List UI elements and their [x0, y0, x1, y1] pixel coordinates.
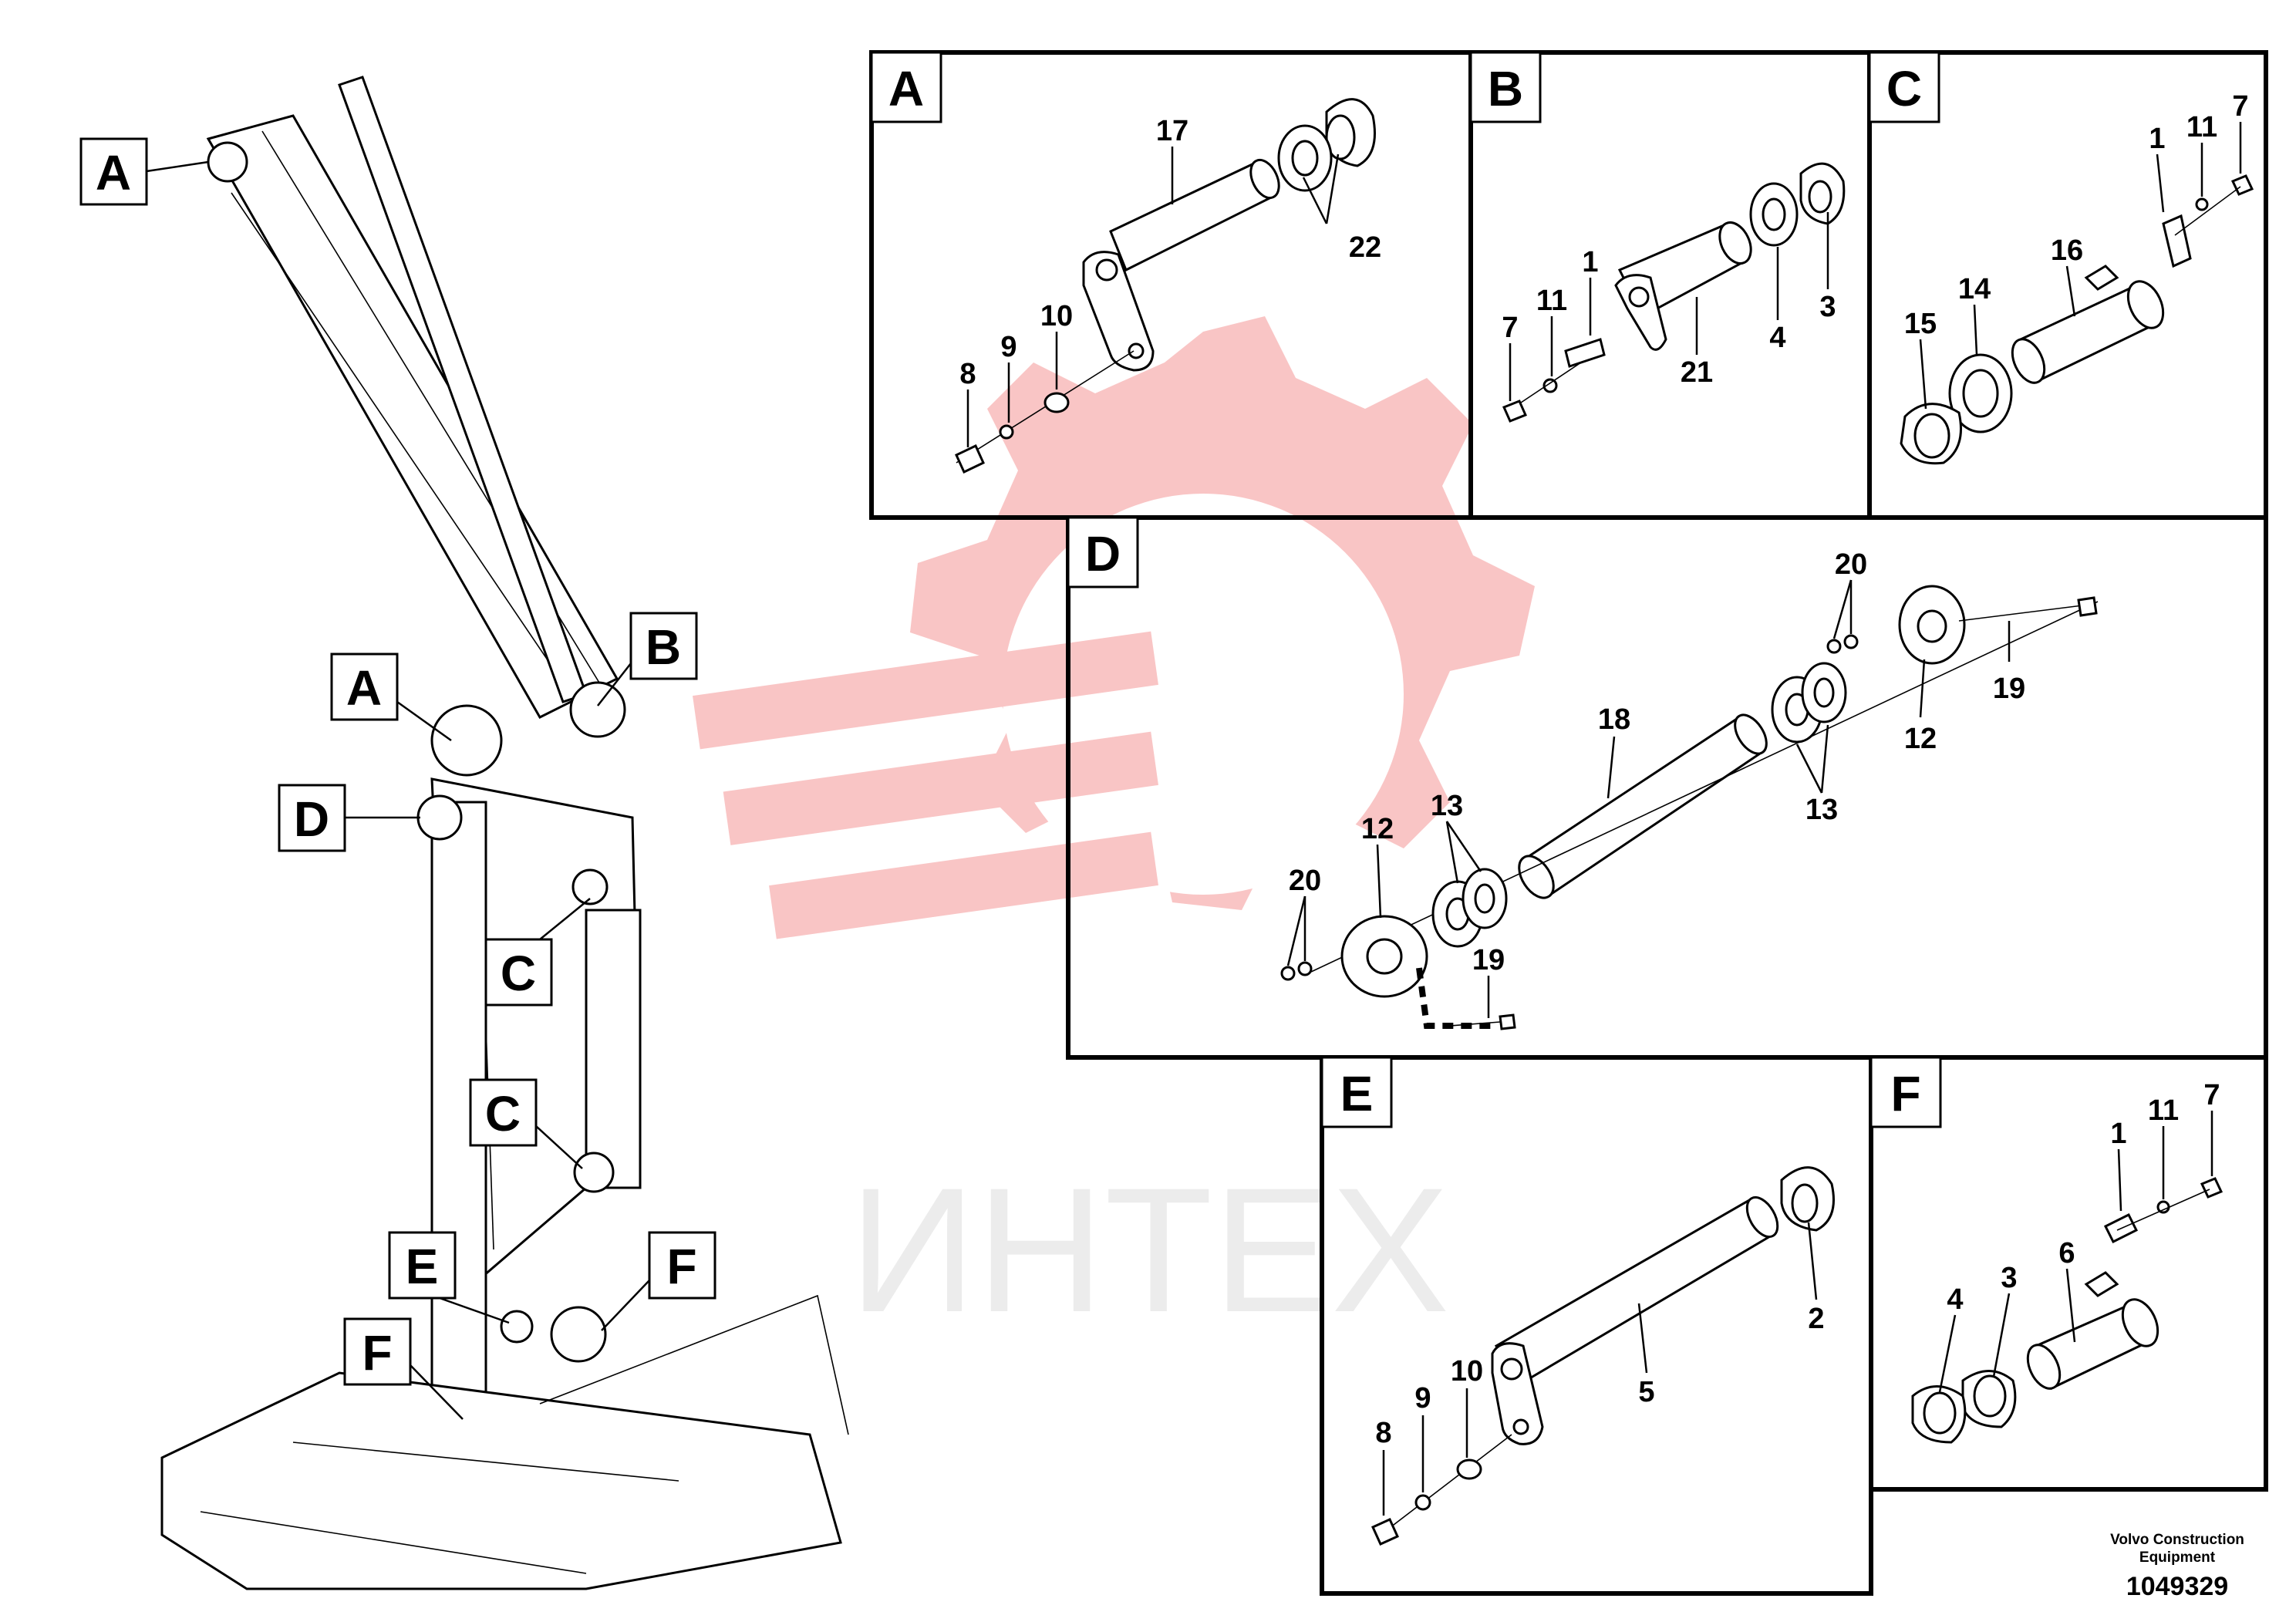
part-number: 11 — [1536, 285, 1567, 317]
part-number: 21 — [1681, 356, 1713, 389]
callout-label: A — [96, 145, 131, 201]
callout-label: C — [501, 946, 536, 1001]
callout-label: D — [294, 791, 329, 847]
part-number: 11 — [2148, 1094, 2179, 1127]
drawing-number: 1049329 — [2126, 1572, 2228, 1601]
part-number: 15 — [1904, 308, 1937, 340]
panel-letter: A — [888, 61, 924, 116]
part-number: 8 — [1375, 1417, 1391, 1449]
watermark: ИНТЕХ — [693, 316, 1535, 1349]
panel-f-letter-tag[interactable]: F — [1870, 1056, 1942, 1128]
callout-box-f-left[interactable]: F — [343, 1317, 464, 1420]
panel-b: B 1 11 7 21 4 3 — [1469, 51, 1846, 423]
part-number: 16 — [2051, 234, 2083, 267]
part-number: 10 — [1040, 300, 1073, 332]
footer: Volvo Construction Equipment 1049329 — [2110, 1532, 2244, 1601]
part-number: 2 — [1808, 1303, 1824, 1335]
callout-label: F — [666, 1239, 696, 1294]
callout-label: C — [485, 1086, 521, 1141]
callout-label: E — [406, 1239, 439, 1294]
part-number: 13 — [1431, 790, 1463, 822]
footer-company-line2: Equipment — [2139, 1549, 2216, 1566]
part-number: 18 — [1598, 703, 1630, 736]
callout-label: B — [646, 619, 681, 675]
panel-e-letter-tag[interactable]: E — [1320, 1056, 1393, 1128]
panel-e: E 2 5 8 9 10 — [1320, 1056, 1835, 1546]
panel-d-letter-tag[interactable]: D — [1067, 516, 1139, 588]
part-number: 13 — [1805, 794, 1838, 826]
part-number: 7 — [2232, 90, 2248, 123]
part-number: 10 — [1451, 1355, 1483, 1388]
part-number: 14 — [1958, 273, 1991, 305]
part-number: 5 — [1638, 1376, 1654, 1408]
callout-box-d[interactable]: D — [278, 784, 420, 852]
part-number: 7 — [2203, 1079, 2220, 1111]
panel-b-letter-tag[interactable]: B — [1469, 51, 1542, 123]
panel-letter: E — [1340, 1066, 1374, 1121]
panel-letter: D — [1085, 526, 1121, 582]
panel-frame-f — [1869, 1055, 2268, 1492]
part-number: 1 — [1582, 246, 1598, 278]
callout-box-f-right[interactable]: F — [601, 1231, 716, 1331]
part-number: 12 — [1361, 813, 1394, 845]
part-number: 19 — [1993, 673, 2025, 705]
callout-box-a-top[interactable]: A — [79, 137, 209, 206]
panel-f: F 1 11 7 6 3 4 — [1870, 1056, 2224, 1444]
part-number: 1 — [2149, 123, 2165, 155]
part-number: 7 — [1502, 312, 1518, 344]
panel-letter: C — [1886, 61, 1922, 116]
part-number: 9 — [1000, 331, 1017, 363]
part-number: 22 — [1349, 231, 1381, 264]
panel-c-letter-tag[interactable]: C — [1868, 51, 1940, 123]
panel-d: D — [1067, 516, 2099, 1030]
panel-c: C 1 11 7 16 14 15 — [1868, 51, 2254, 465]
callout-box-c-upper[interactable]: C — [484, 898, 591, 1007]
part-number: 20 — [1289, 865, 1321, 897]
callout-label: A — [346, 660, 382, 716]
watermark-wrench-icon — [693, 631, 1158, 939]
part-number: 19 — [1472, 944, 1505, 976]
overview-callouts: A A B D C C E — [79, 137, 716, 1420]
part-number: 4 — [1769, 322, 1785, 354]
part-number: 20 — [1835, 548, 1867, 581]
machine-overview — [160, 76, 849, 1590]
part-number: 8 — [959, 358, 976, 390]
watermark-text: ИНТЕХ — [849, 1151, 1450, 1349]
panel-letter: F — [1890, 1066, 1920, 1121]
part-number: 12 — [1904, 723, 1937, 755]
part-number: 6 — [2058, 1237, 2075, 1270]
part-number: 1 — [2110, 1118, 2126, 1150]
part-number: 3 — [1819, 291, 1836, 323]
part-number: 11 — [2186, 111, 2217, 143]
panel-a: A 17 22 8 9 10 — [870, 51, 1381, 474]
footer-company-line1: Volvo Construction — [2110, 1532, 2244, 1548]
callout-label: F — [362, 1325, 392, 1381]
callout-box-b[interactable]: B — [597, 612, 698, 706]
part-number: 9 — [1414, 1382, 1431, 1415]
panel-frames — [869, 50, 2268, 1596]
callout-box-e[interactable]: E — [388, 1231, 510, 1324]
callout-box-a-mid[interactable]: A — [330, 653, 452, 742]
part-number: 4 — [1947, 1283, 1963, 1316]
part-number: 17 — [1156, 115, 1188, 147]
panel-letter: B — [1488, 61, 1523, 116]
callout-box-c-lower[interactable]: C — [469, 1078, 583, 1169]
part-number: 3 — [2001, 1262, 2017, 1294]
panel-a-letter-tag[interactable]: A — [870, 51, 942, 123]
